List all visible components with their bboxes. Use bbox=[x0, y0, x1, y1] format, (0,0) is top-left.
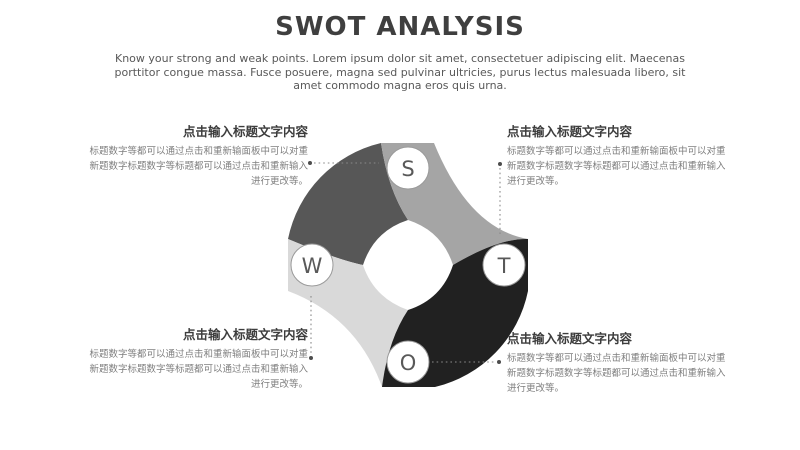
node-letter-o: O bbox=[400, 351, 417, 375]
block-title: 点击输入标题文字内容 bbox=[507, 331, 633, 346]
block-title: 点击输入标题文字内容 bbox=[182, 124, 308, 139]
node-weaknesses: W bbox=[290, 243, 334, 287]
node-circle-s bbox=[386, 146, 430, 190]
block-title: 点击输入标题文字内容 bbox=[507, 124, 633, 139]
node-circle-t bbox=[482, 243, 526, 287]
info-block-top-left: 点击输入标题文字内容 标题数字等都可以通过点击和重新输面板中可以对重新题数字标题… bbox=[86, 121, 308, 189]
info-block-bottom-right: 点击输入标题文字内容 标题数字等都可以通过点击和重新输面板中可以对重新题数字标题… bbox=[507, 328, 729, 396]
block-title: 点击输入标题文字内容 bbox=[182, 327, 308, 342]
connector-dot-bottom-left bbox=[309, 356, 313, 360]
node-letter-s: S bbox=[401, 157, 414, 181]
connector-dot-top-left bbox=[308, 161, 312, 165]
node-letter-t: T bbox=[497, 254, 511, 278]
node-circle-w bbox=[290, 243, 334, 287]
connector-dot-bottom-right bbox=[497, 360, 501, 364]
block-body: 标题数字等都可以通过点击和重新输面板中可以对重新题数字标题数字等标题都可以通过点… bbox=[507, 353, 726, 394]
block-body: 标题数字等都可以通过点击和重新输面板中可以对重新题数字标题数字等标题都可以通过点… bbox=[89, 146, 308, 187]
node-circle-o bbox=[386, 340, 430, 384]
node-threats: T bbox=[482, 243, 526, 287]
connector-dot-top-right bbox=[498, 162, 502, 166]
node-letter-w: W bbox=[302, 254, 323, 278]
block-body: 标题数字等都可以通过点击和重新输面板中可以对重新题数字标题数字等标题都可以通过点… bbox=[89, 349, 308, 390]
slide-subtitle: Know your strong and weak points. Lorem … bbox=[114, 52, 686, 92]
info-block-bottom-left: 点击输入标题文字内容 标题数字等都可以通过点击和重新输面板中可以对重新题数字标题… bbox=[86, 324, 308, 392]
node-opportunities: O bbox=[386, 340, 430, 384]
info-block-top-right: 点击输入标题文字内容 标题数字等都可以通过点击和重新输面板中可以对重新题数字标题… bbox=[507, 121, 729, 189]
slide-title: SWOT ANALYSIS bbox=[275, 12, 525, 42]
arm-top-left bbox=[288, 143, 408, 265]
node-strengths: S bbox=[386, 146, 430, 190]
block-body: 标题数字等都可以通过点击和重新输面板中可以对重新题数字标题数字等标题都可以通过点… bbox=[507, 146, 726, 187]
